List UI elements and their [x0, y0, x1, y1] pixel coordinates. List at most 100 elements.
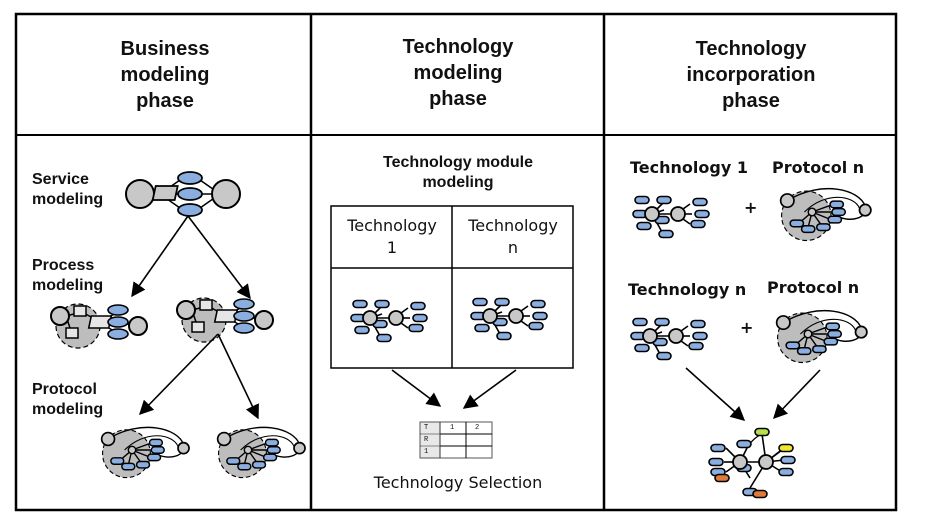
module-pill	[825, 322, 841, 331]
module-pill	[530, 299, 546, 309]
node-circle	[50, 306, 70, 326]
module-pill	[636, 221, 652, 231]
node-circle	[668, 328, 684, 344]
module-pill	[233, 298, 255, 310]
module-pill	[789, 219, 805, 228]
node-circle	[508, 308, 524, 324]
incorp-protocol-n-label-2: Protocol n	[767, 278, 860, 297]
process-box	[191, 321, 205, 333]
label-line: Technology	[468, 216, 558, 235]
header-line: Technology	[695, 38, 807, 60]
technology-module-glyph	[470, 297, 548, 341]
flow-arrow	[217, 333, 259, 420]
module-pill	[266, 446, 281, 454]
technology-module-glyph	[632, 195, 710, 239]
module-pill	[778, 443, 794, 453]
module-pill	[354, 325, 370, 335]
node-circle	[758, 454, 774, 470]
module-pill	[148, 438, 164, 447]
protocol-loop	[124, 435, 179, 451]
module-pill	[692, 331, 708, 341]
module-pill	[374, 299, 390, 309]
mini-table-cell: R	[424, 436, 429, 444]
module-pill	[121, 462, 136, 471]
node-circle	[670, 206, 686, 222]
node-circle	[644, 206, 660, 222]
node-circle	[362, 310, 378, 326]
technology-module-glyph	[350, 299, 428, 343]
module-pill	[110, 457, 125, 465]
flow-arrow	[685, 367, 746, 421]
mini-table-cell: 1	[424, 448, 429, 456]
module-pill	[692, 197, 708, 207]
node-circle	[293, 441, 306, 455]
protocol-module-glyph	[100, 426, 190, 479]
protocol-modeling-label: Protocol modeling	[32, 380, 103, 420]
module-pill	[474, 323, 490, 333]
node-circle	[858, 203, 872, 217]
module-pill	[654, 317, 670, 327]
label-line: modeling	[32, 401, 104, 418]
protocol-module-glyph	[779, 187, 872, 242]
module-pill	[811, 345, 827, 354]
header-line: incorporation	[686, 64, 816, 86]
plus-sign-1: +	[744, 198, 758, 217]
mini-table-cell: T	[424, 424, 429, 432]
module-pill	[796, 347, 812, 356]
module-pill	[237, 462, 252, 471]
label-line: Process	[32, 257, 95, 274]
module-pill	[752, 489, 768, 499]
module-pill	[658, 229, 674, 239]
header-line: phase	[429, 88, 487, 110]
process-box	[151, 185, 179, 201]
module-pill	[410, 301, 426, 311]
module-pill	[146, 453, 162, 462]
module-pill	[754, 427, 770, 437]
module-pill	[827, 215, 843, 224]
mini-table-cell: 2	[475, 424, 480, 432]
module-pill	[412, 313, 428, 323]
header-technology-incorporation-phase: Technology incorporation phase	[605, 36, 897, 114]
node-circle	[482, 308, 498, 324]
service-model-glyph	[125, 171, 241, 217]
module-pill	[107, 316, 129, 328]
module-pill	[800, 225, 816, 234]
label-line: modeling	[32, 277, 104, 294]
node-circle	[803, 329, 813, 339]
label-line: Protocol	[32, 381, 97, 398]
protocol-module-glyph	[216, 426, 306, 479]
process-modeling-label: Process modeling	[32, 256, 103, 296]
technology-module-glyph	[630, 317, 708, 361]
label-line: Service	[32, 171, 89, 188]
module-pill	[785, 341, 801, 350]
module-pill	[710, 443, 726, 453]
header-business-phase: Business modeling phase	[20, 36, 310, 114]
module-pill	[736, 439, 752, 449]
module-pill	[262, 453, 278, 462]
module-pill	[688, 341, 704, 351]
module-pill	[352, 299, 368, 309]
flow-arrow	[138, 333, 219, 416]
node-circle	[100, 431, 116, 447]
label-line: Technology	[347, 216, 437, 235]
module-pill	[226, 457, 241, 465]
module-pill	[264, 438, 280, 447]
module-pill	[177, 171, 203, 185]
node-circle	[254, 310, 274, 330]
module-pill	[829, 200, 845, 209]
module-pill	[472, 297, 488, 307]
flow-arrow	[462, 369, 517, 409]
module-pill	[778, 467, 794, 477]
node-circle	[807, 207, 817, 217]
module-pill	[107, 304, 129, 316]
module-pill	[177, 187, 203, 201]
node-circle	[176, 300, 196, 320]
module-pill	[251, 460, 267, 469]
header-line: phase	[722, 90, 780, 112]
module-pill	[831, 207, 847, 217]
label-line: modeling	[422, 174, 494, 191]
module-pill	[656, 195, 672, 205]
module-pill	[694, 209, 710, 219]
process-box	[199, 299, 213, 311]
